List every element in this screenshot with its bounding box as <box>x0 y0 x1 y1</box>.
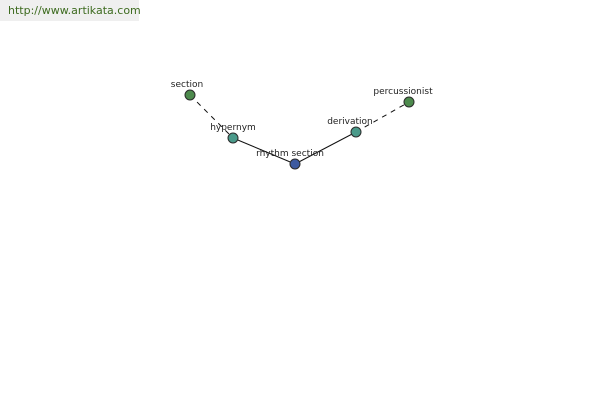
graph-node-section[interactable]: section <box>171 80 203 101</box>
node-dot-derivation[interactable] <box>350 126 362 138</box>
graph-nodes: section hypernym rhythm section derivation p… <box>171 80 433 170</box>
graph-node-percussionist[interactable]: percussionist <box>373 87 433 108</box>
node-label-derivation: derivation <box>327 117 373 127</box>
graph-node-hypernym[interactable]: hypernym <box>210 123 256 144</box>
node-dot-section[interactable] <box>184 89 196 101</box>
node-dot-hypernym[interactable] <box>227 132 239 144</box>
node-label-percussionist: percussionist <box>373 87 433 97</box>
edge-derivation-percussionist <box>355 101 410 133</box>
graph-node-derivation[interactable]: derivation <box>327 117 373 138</box>
edge-section-hypernym <box>189 94 234 139</box>
node-dot-rhythm-section[interactable] <box>289 158 301 170</box>
node-label-section: section <box>171 80 203 90</box>
edge-rhythm_section-derivation <box>294 131 357 165</box>
node-label-hypernym: hypernym <box>210 123 256 133</box>
edge-hypernym-rhythm_section <box>232 137 296 165</box>
graph-node-rhythm-section[interactable]: rhythm section <box>256 149 324 170</box>
node-dot-percussionist[interactable] <box>403 96 415 108</box>
node-label-rhythm-section: rhythm section <box>256 149 324 159</box>
graph-edges <box>189 94 410 165</box>
source-url-link[interactable]: http://www.artikata.com <box>0 0 141 21</box>
